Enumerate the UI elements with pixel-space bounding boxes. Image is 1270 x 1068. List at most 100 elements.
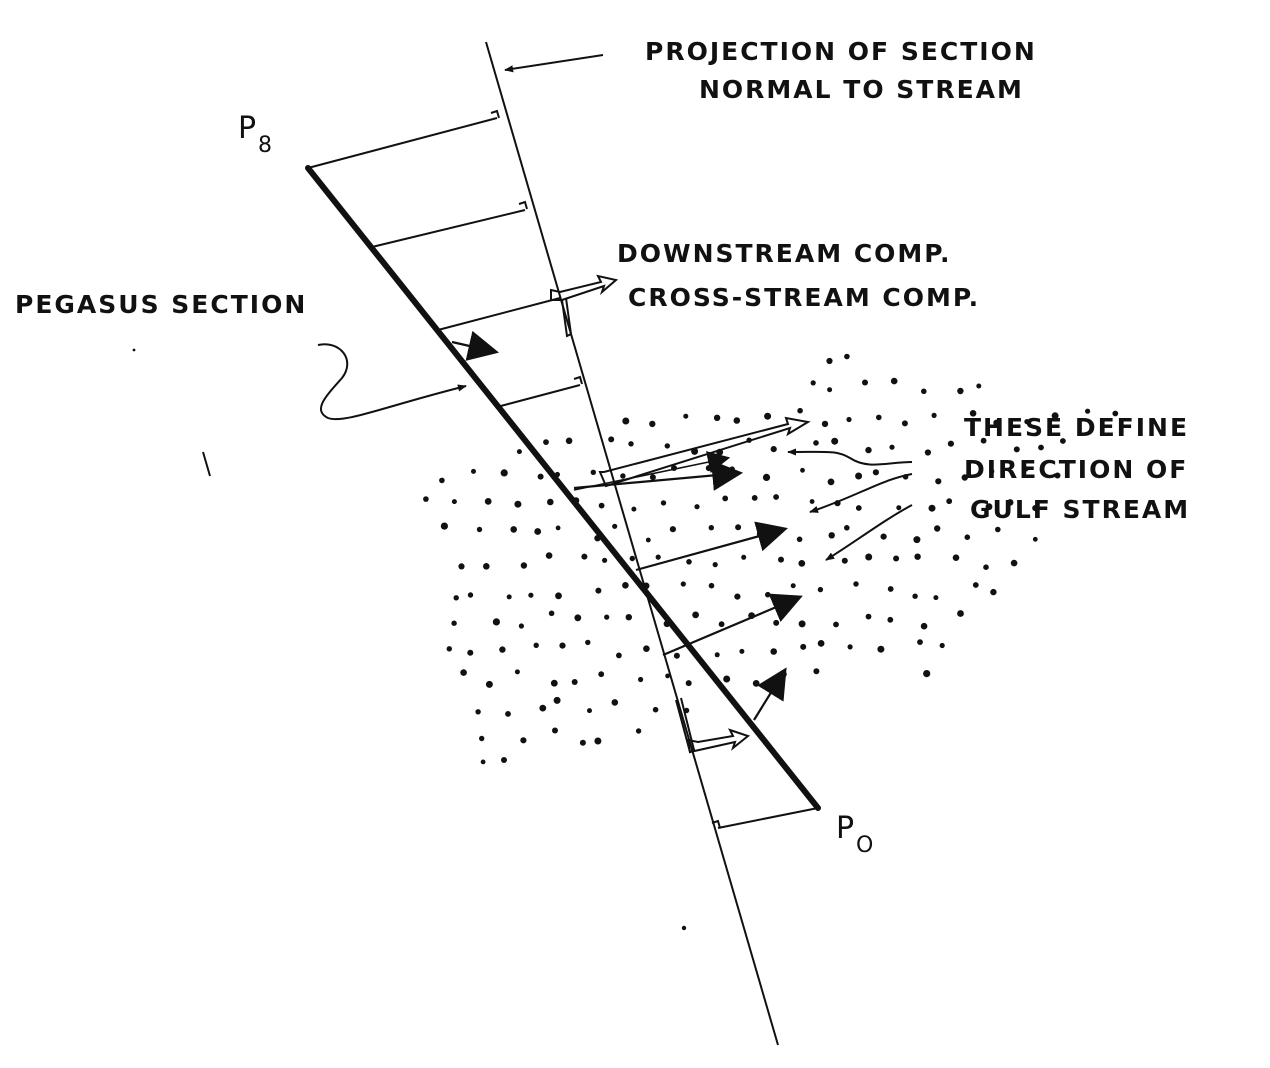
pegasus-section-label: PEGASUS SECTION	[15, 290, 307, 319]
stipple-dot	[708, 525, 714, 531]
stipple-dot	[939, 642, 945, 649]
stipple-dot	[889, 444, 895, 450]
stipple-dot	[827, 387, 833, 393]
stipple-dot	[643, 645, 650, 652]
stipple-dot	[471, 468, 476, 474]
stipple-dot	[555, 592, 562, 600]
projection-label-line2: NORMAL TO STREAM	[699, 75, 1024, 104]
stipple-dot	[947, 440, 955, 447]
projection-line	[485, 41, 779, 1046]
stipple-dot	[855, 472, 863, 480]
stipple-dot	[734, 593, 741, 600]
stipple-dot	[847, 644, 853, 650]
current-vector	[753, 667, 787, 721]
stipple-dot	[920, 622, 928, 630]
stipple-dot	[514, 669, 520, 675]
stipple-dot	[485, 680, 493, 688]
current-vector	[635, 521, 788, 572]
stipple-dot	[622, 582, 629, 589]
stipple-dot	[964, 534, 971, 540]
stipple-dot	[628, 441, 634, 447]
stipple-dot	[518, 623, 525, 629]
stipple-dot	[692, 611, 699, 619]
stipple-dot	[928, 504, 936, 512]
right-angle-mark	[711, 819, 721, 829]
stipple-dot	[555, 525, 561, 531]
point-p0-subscript: O	[856, 833, 873, 858]
stipple-dot	[880, 533, 887, 540]
point-p8-subscript: 8	[258, 133, 272, 158]
stipple-dot	[855, 505, 862, 511]
stipple-dot	[595, 587, 602, 594]
stipple-dot	[1013, 446, 1020, 453]
stipple-dot	[896, 505, 902, 511]
stipple-dot	[680, 581, 686, 587]
stipple-dot	[790, 583, 796, 589]
stipple-dot	[534, 528, 542, 535]
stipple-dot	[722, 495, 729, 502]
stipple-dot	[972, 582, 979, 588]
stipple-dot	[723, 675, 731, 683]
stipple-dot	[451, 499, 457, 505]
stipple-dot	[798, 620, 806, 628]
stipple-dot	[1060, 438, 1066, 444]
stipple-dot	[480, 759, 486, 765]
component-arrows-top	[550, 274, 619, 338]
stipple-dot	[585, 639, 591, 646]
stipple-dot	[686, 559, 692, 565]
stipple-dot	[969, 410, 977, 417]
direction-open-arrow	[598, 416, 811, 488]
stipple-dot	[475, 709, 481, 715]
stipple-dot	[817, 640, 825, 647]
stipple-dot	[917, 639, 923, 645]
stipple-dot	[685, 680, 692, 687]
stipple-dot	[539, 704, 547, 712]
right-angle-mark	[573, 375, 583, 385]
projection-label-pointer	[504, 54, 604, 73]
connector-station-3	[496, 384, 581, 408]
stipple-dot	[957, 387, 964, 395]
stipple-dot	[492, 618, 500, 626]
stipple-dot	[453, 595, 459, 601]
stipple-dot	[516, 449, 522, 455]
stipple-dot	[616, 652, 622, 659]
stray-dot	[681, 925, 687, 931]
stipple-dot	[652, 706, 659, 713]
stipple-dot	[664, 443, 670, 449]
stipple-dot	[467, 649, 474, 656]
define-label-line3: GULF STREAM	[970, 495, 1190, 524]
stipple-dot	[483, 563, 490, 570]
stipple-dot	[751, 495, 758, 501]
component-arrows-bottom	[675, 697, 751, 754]
stipple-dot	[862, 379, 868, 386]
stipple-dot	[1032, 505, 1039, 512]
connector-p0	[717, 807, 819, 829]
stipple-dot	[629, 555, 635, 562]
stipple-dot	[694, 504, 700, 510]
stipple-dot	[608, 436, 615, 443]
stipple-dot	[499, 646, 506, 653]
stipple-dot	[602, 557, 608, 563]
stipple-dot	[1085, 408, 1091, 414]
stipple-dot	[505, 711, 511, 717]
stipple-dot	[718, 621, 725, 628]
stipple-dot	[921, 388, 927, 395]
stipple-dot	[924, 449, 932, 456]
stipple-dot	[537, 473, 544, 480]
stipple-dot	[778, 556, 784, 563]
stipple-dot	[762, 473, 771, 481]
stipple-dot	[946, 498, 953, 505]
stipple-dot	[1051, 412, 1059, 420]
projection-connectors	[307, 117, 819, 829]
stipple-dot	[631, 506, 637, 512]
stipple-dot	[989, 468, 995, 474]
stipple-dot	[635, 728, 642, 734]
stipple-dot	[467, 592, 474, 598]
stipple-dot	[877, 645, 885, 653]
downstream-component-label: DOWNSTREAM COMP.	[617, 239, 952, 268]
stipple-dot	[813, 440, 819, 446]
stipple-dot	[980, 437, 987, 444]
stipple-dot	[957, 610, 964, 617]
stipple-dot	[764, 412, 772, 420]
